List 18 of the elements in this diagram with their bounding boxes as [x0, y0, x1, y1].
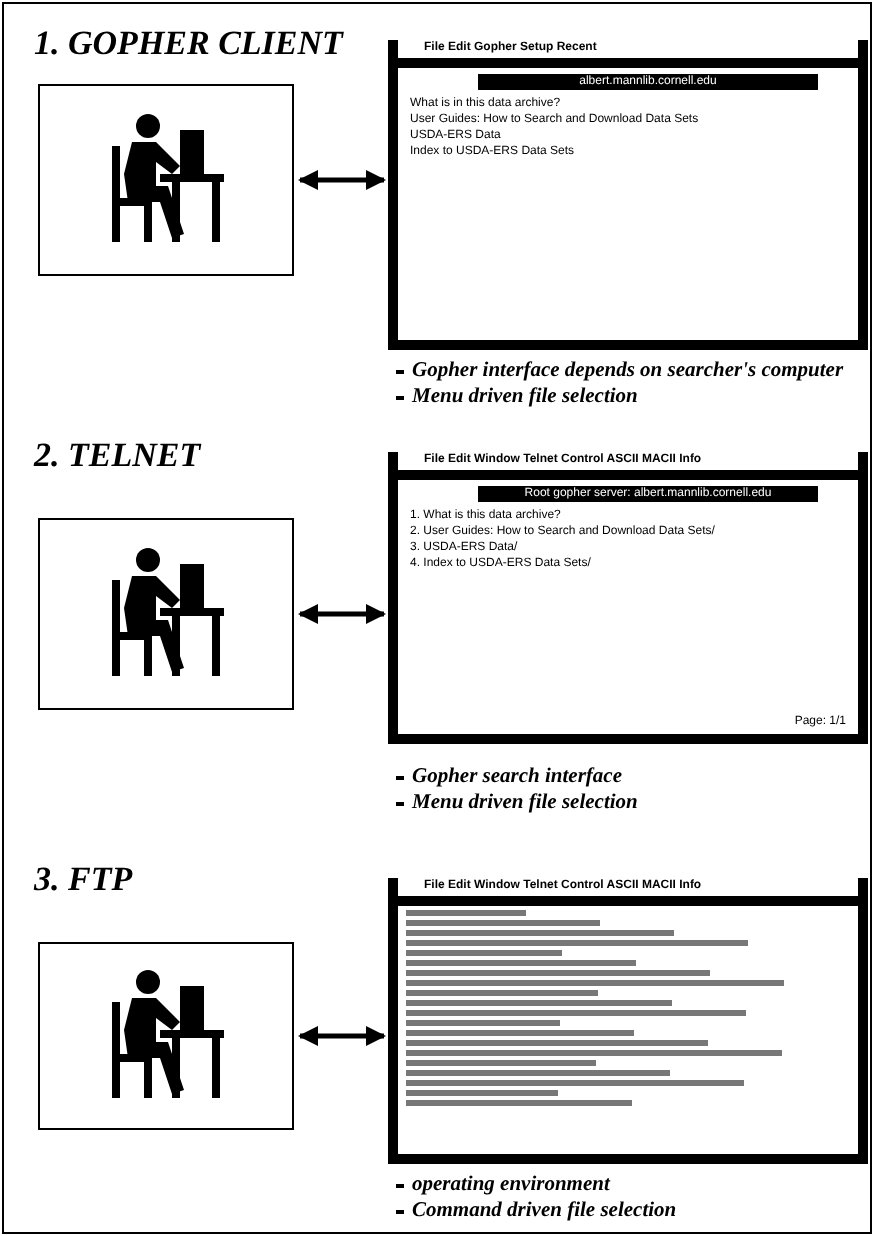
screenshot-window — [388, 40, 868, 350]
double-arrow — [298, 604, 386, 624]
section-heading: 2. TELNET — [34, 436, 201, 476]
picture-frame — [38, 84, 294, 276]
picture-frame — [38, 518, 294, 710]
section-heading: 3. FTP — [34, 860, 133, 900]
bullet-text: Command driven file selection — [412, 1198, 677, 1224]
bullet-text: operating environment — [412, 1172, 610, 1198]
section-heading: 1. GOPHER CLIENT — [34, 24, 343, 64]
screenshot-window — [388, 452, 868, 744]
bullet-text: Gopher interface depends on searcher's computer — [412, 358, 844, 384]
picture-frame — [38, 942, 294, 1130]
bullet-text: Menu driven file selection — [412, 790, 638, 816]
double-arrow — [298, 1026, 386, 1046]
screenshot-window — [388, 878, 868, 1164]
bullet-text: Menu driven file selection — [412, 384, 638, 410]
bullet-text: Gopher search interface — [412, 764, 622, 790]
double-arrow — [298, 170, 386, 190]
